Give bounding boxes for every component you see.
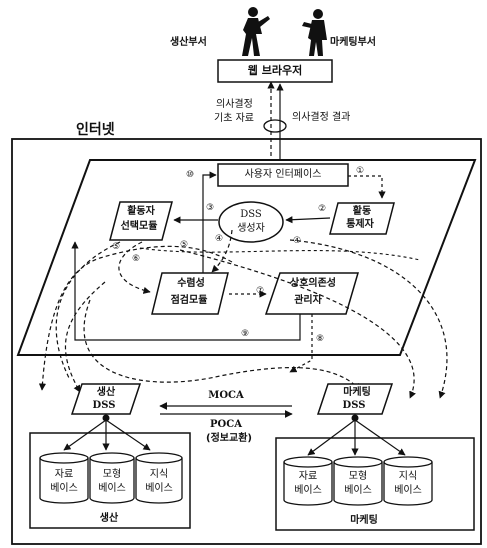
step-label: ⑤ [112,243,120,252]
production-db2-line2: 베이스 [98,484,126,494]
decision-input-line1: 의사결정 [216,100,253,110]
marketing-dept-label: 마케팅부서 [330,38,376,48]
production-db3-line2: 베이스 [145,484,173,494]
activity-controller-line1: 활동 [353,207,371,217]
marketing-footer: 마케팅 [350,516,378,526]
interdependence-line1: 상호의존성 [290,279,336,289]
marketing-db2-line1: 모형 [349,472,367,482]
decision-result-label: 의사결정 결과 [292,113,350,123]
production-db2-line1: 모형 [103,470,121,480]
step-label: ③ [206,204,214,213]
marketing-db2-line2: 베이스 [344,486,372,496]
production-dss-line1: 생산 [97,388,115,398]
step-label: ⑤ [180,241,188,250]
activity-selector-line2: 선택모듈 [121,222,158,232]
internet-label: 인터넷 [76,123,115,137]
marketing-dss-line2: DSS [343,401,366,411]
info-exchange-label: (정보교환) [206,434,252,444]
web-browser-label: 웹 브라우저 [248,65,302,76]
dss-generator-line1: DSS [240,210,262,220]
marketing-db1-line1: 자료 [299,472,317,482]
user-interface-label: 사용자 인터페이스 [245,170,322,180]
marketing-db3-line2: 베이스 [394,486,422,496]
convergence-line1: 수렴성 [177,279,205,289]
dss-generator-line2: 생성자 [237,224,265,234]
production-footer: 생산 [100,514,118,524]
person-icon-production [242,7,270,56]
moca-label: MOCA [208,391,244,401]
production-db1-line2: 베이스 [50,484,78,494]
step-label: ⑧ [316,335,324,344]
decision-input-line2: 기초 자료 [214,114,254,124]
marketing-dss-line1: 마케팅 [343,388,371,398]
step-label: ④ [215,235,223,244]
step-label: ⑥ [132,255,140,264]
activity-controller-line2: 통제자 [346,220,374,230]
step-label: ① [356,167,364,176]
production-db1-line1: 자료 [55,470,73,480]
marketing-db1-line2: 베이스 [294,486,322,496]
step-label: ④ [293,237,301,246]
interdependence-line2: 관리자 [294,296,322,306]
marketing-db3-line1: 지식 [399,472,417,482]
activity-selector-line1: 활동자 [127,207,155,217]
step-label: ② [318,205,326,214]
production-dept-label: 생산부서 [170,38,207,48]
step-label: ⑨ [241,330,249,339]
production-dss-line2: DSS [93,401,116,411]
step-label: ⑦ [256,287,264,296]
dss-generator-node [219,202,283,242]
person-icon-marketing [302,9,327,56]
step-label: ⑩ [186,171,194,180]
convergence-line2: 점검모듈 [171,296,208,306]
poca-label: POCA [210,420,242,430]
internet-node [264,120,286,132]
production-db3-line1: 지식 [150,470,168,480]
